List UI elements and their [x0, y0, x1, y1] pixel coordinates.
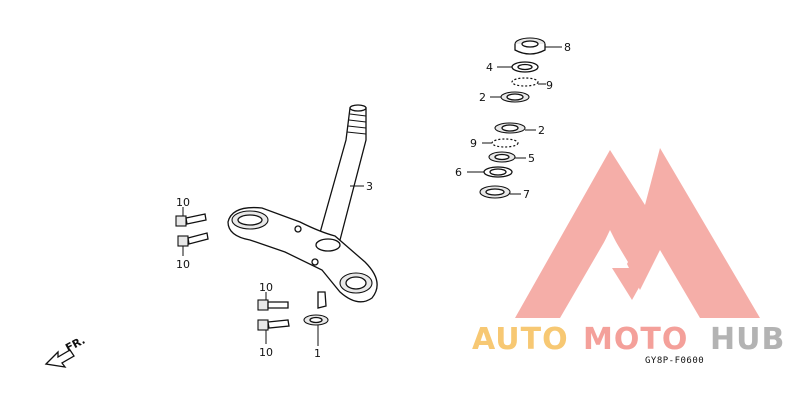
bolt-top-left-lower	[177, 232, 209, 247]
callout-9-upper: 9	[546, 79, 553, 92]
callout-8: 8	[564, 41, 571, 54]
callout-3: 3	[366, 180, 373, 193]
callout-2-lower: 2	[538, 124, 545, 137]
callout-1: 1	[314, 347, 321, 360]
bearing-stack-lower	[479, 122, 526, 199]
callout-10-d: 10	[259, 346, 273, 359]
front-direction-indicator: FR.	[44, 334, 87, 368]
callout-5: 5	[528, 152, 535, 165]
bolt-bottom-upper	[257, 299, 289, 311]
leader-lines	[182, 46, 562, 346]
bolt-bottom-lower	[257, 319, 290, 331]
bolt-top-left-upper	[175, 213, 207, 227]
watermark-auto: AUTO	[472, 322, 569, 357]
watermark-text: AUTO MOTO HUB	[472, 322, 785, 357]
bottom-bridge	[227, 206, 378, 303]
callout-4: 4	[486, 61, 493, 74]
watermark-moto: MOTO	[583, 322, 688, 357]
callout-9-lower: 9	[470, 137, 477, 150]
bearing-stack-upper	[500, 37, 546, 103]
watermark-hub: HUB	[710, 322, 785, 357]
callout-10-c: 10	[259, 281, 273, 294]
diagram-code: GY8P-F0600	[645, 356, 704, 366]
callout-6: 6	[455, 166, 462, 179]
callout-numbers: 8 4 9 2 2 9 5 6 7 3 10 10 10 10 1	[176, 41, 571, 360]
callout-7: 7	[523, 188, 530, 201]
front-arrow-icon	[44, 349, 75, 368]
front-label: FR.	[63, 334, 87, 355]
callout-10-b: 10	[176, 258, 190, 271]
callout-2-upper: 2	[479, 91, 486, 104]
steering-stem	[317, 104, 367, 241]
hose-guide	[303, 291, 329, 326]
callout-10-a: 10	[176, 196, 190, 209]
watermark-logo-mark	[515, 148, 760, 318]
